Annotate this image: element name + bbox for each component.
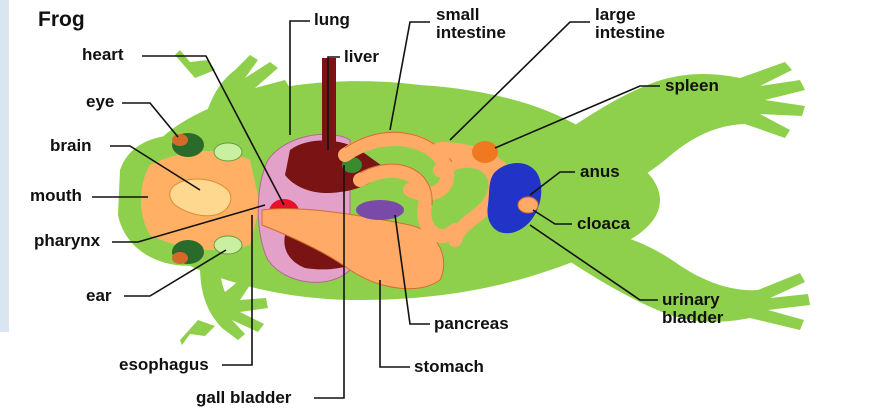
label-mouth: mouth <box>30 187 82 204</box>
spleen-shape <box>472 141 498 163</box>
label-pancreas: pancreas <box>434 315 509 332</box>
label-urinary-bladder-line1: urinary <box>662 291 723 309</box>
eye-top-highlight <box>172 134 188 146</box>
label-cloaca: cloaca <box>577 215 630 232</box>
liver-upper-lobe <box>322 58 336 153</box>
label-large-intestine-line2: intestine <box>595 24 665 42</box>
label-small-intestine-line1: small <box>436 6 506 24</box>
label-urinary-bladder: urinary bladder <box>662 291 723 327</box>
eye-bottom-highlight <box>172 252 188 264</box>
pancreas-shape <box>356 200 404 220</box>
label-pharynx: pharynx <box>34 232 100 249</box>
label-urinary-bladder-line2: bladder <box>662 309 723 327</box>
label-large-intestine-line1: large <box>595 6 665 24</box>
label-gall-bladder: gall bladder <box>196 389 291 406</box>
label-lung: lung <box>314 11 350 28</box>
ear-bottom-shape <box>214 236 242 254</box>
label-anus: anus <box>580 163 620 180</box>
diagram-title: Frog <box>38 8 85 32</box>
label-small-intestine: small intestine <box>436 6 506 42</box>
label-esophagus: esophagus <box>119 356 209 373</box>
label-large-intestine: large intestine <box>595 6 665 42</box>
label-eye: eye <box>86 93 114 110</box>
label-ear: ear <box>86 287 112 304</box>
label-small-intestine-line2: intestine <box>436 24 506 42</box>
label-spleen: spleen <box>665 77 719 94</box>
label-heart: heart <box>82 46 124 63</box>
label-stomach: stomach <box>414 358 484 375</box>
ear-top-shape <box>214 143 242 161</box>
label-brain: brain <box>50 137 92 154</box>
label-liver: liver <box>344 48 379 65</box>
